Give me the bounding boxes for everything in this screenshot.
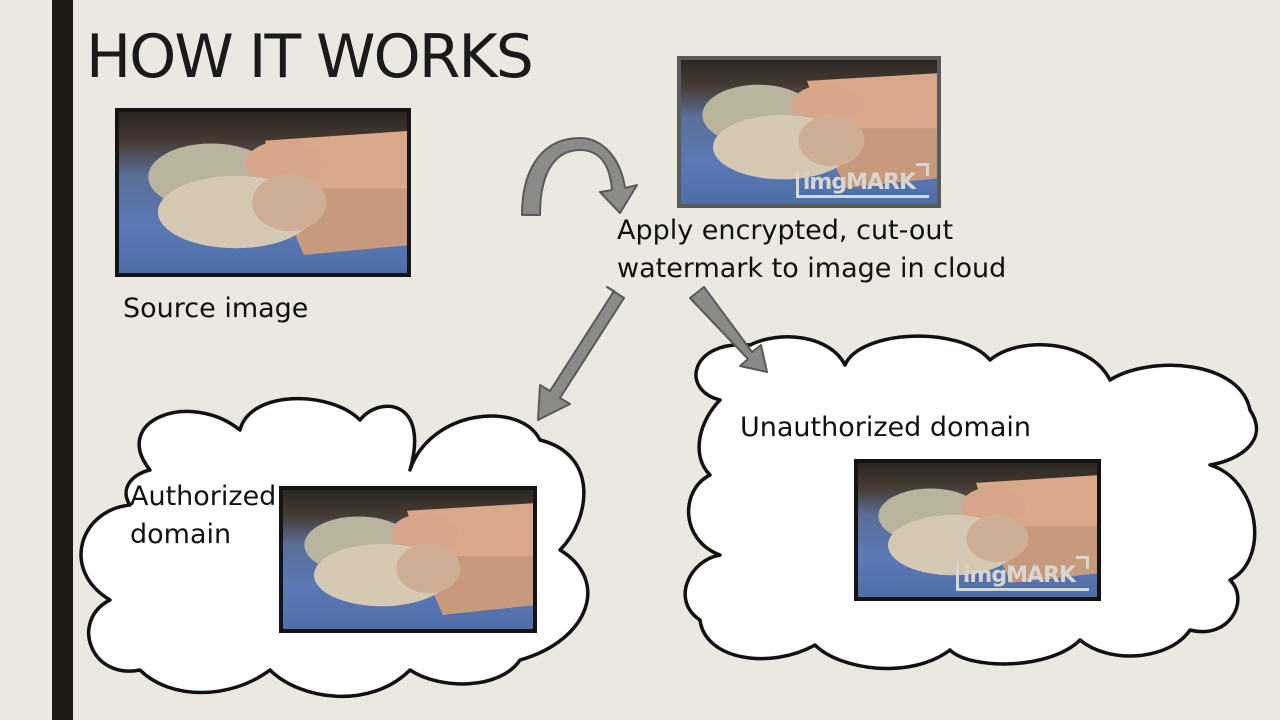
authorized-domain-label-line-2: domain bbox=[130, 519, 232, 550]
curved-arrow-icon bbox=[521, 137, 638, 216]
source-image bbox=[115, 108, 411, 277]
feet-photo-graphic bbox=[878, 475, 1097, 583]
arrow-to-unauthorized-icon bbox=[689, 286, 768, 373]
unauthorized-domain-image: imgMARK bbox=[854, 459, 1101, 601]
process-label-line-1: Apply encrypted, cut-out bbox=[617, 215, 954, 246]
watermarked-image: imgMARK bbox=[677, 56, 941, 208]
left-accent-bar bbox=[52, 0, 73, 720]
feet-photo-graphic bbox=[304, 503, 533, 615]
imgmark-watermark: imgMARK bbox=[795, 163, 930, 198]
authorized-domain-label-line-1: Authorized bbox=[130, 481, 277, 512]
source-image-label: Source image bbox=[123, 293, 309, 324]
feet-photo-graphic bbox=[148, 131, 407, 255]
feet-photo-graphic bbox=[702, 73, 937, 188]
authorized-domain-image bbox=[279, 486, 537, 633]
process-label-line-2: watermark to image in cloud bbox=[617, 253, 1007, 284]
arrow-to-authorized-icon bbox=[537, 286, 625, 421]
imgmark-watermark: imgMARK bbox=[955, 556, 1090, 591]
unauthorized-domain-label: Unauthorized domain bbox=[740, 412, 1031, 443]
slide-title: HOW IT WORKS bbox=[86, 22, 534, 92]
